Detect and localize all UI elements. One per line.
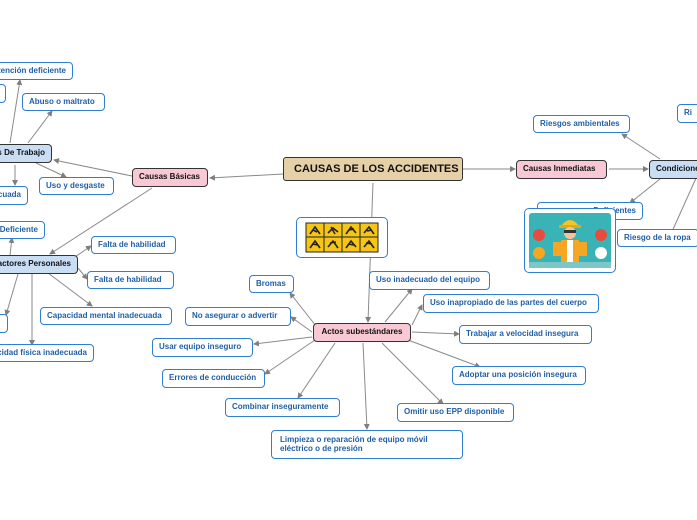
riesgo-ropa-node[interactable]: Riesgo de la ropa [617, 229, 697, 247]
acto-item-node[interactable]: Uso inapropiado de las partes del cuerpo [423, 294, 599, 313]
acto-item-node[interactable]: Uso inadecuado del equipo [369, 271, 490, 290]
acto-item-node[interactable]: Usar equipo inseguro [152, 338, 253, 357]
root-node[interactable]: CAUSAS DE LOS ACCIDENTES [283, 157, 463, 181]
capacidad-mental-node[interactable]: Capacidad mental inadecuada [40, 307, 172, 325]
riesgos-ambientales-node[interactable]: Riesgos ambientales [533, 115, 630, 133]
worker-illustration-icon [529, 213, 611, 268]
warning-signs-image[interactable] [296, 217, 388, 258]
condiciones-node[interactable]: Condiciones [649, 160, 697, 179]
deficiente-node[interactable]: Deficiente [0, 221, 45, 239]
acto-item-node[interactable]: No asegurar o advertir [185, 307, 291, 326]
hidden-leaf-node[interactable]: Ri [677, 104, 697, 123]
causas-basicas-node[interactable]: Causas Básicas [132, 168, 208, 187]
warning-signs-icon [305, 222, 379, 253]
acto-item-node[interactable]: Errores de conducción [162, 369, 265, 388]
worker-safety-image[interactable] [524, 208, 616, 273]
causas-inmediatas-node[interactable]: Causas Inmediatas [516, 160, 607, 179]
falta-habilidad-node[interactable]: Falta de habilidad [91, 236, 176, 254]
mantencion-deficiente-node[interactable]: Mantención deficiente [0, 62, 73, 80]
factores-trabajo-node[interactable]: Factores De Trabajo [0, 144, 52, 163]
hidden-leaf-node[interactable] [0, 314, 8, 333]
acto-item-node[interactable]: Combinar inseguramente [225, 398, 340, 417]
falta-habilidad-node[interactable]: Falta de habilidad [87, 271, 174, 289]
acto-item-node[interactable]: Omitir uso EPP disponible [397, 403, 514, 422]
uso-desgaste-node[interactable]: Uso y desgaste [39, 177, 114, 195]
abuso-maltrato-node[interactable]: Abuso o maltrato [22, 93, 105, 111]
factores-personales-node[interactable]: Factores Personales [0, 255, 78, 274]
capacidad-fisica-node[interactable]: Capacidad física inadecuada [0, 344, 94, 362]
acto-item-node[interactable]: Trabajar a velocidad insegura [459, 325, 592, 344]
actos-subestandares-node[interactable]: Actos subestándares [313, 323, 411, 342]
hidden-leaf-node[interactable] [0, 84, 6, 103]
inadecuada-node[interactable]: Inadecuada [0, 186, 28, 205]
acto-item-node[interactable]: Limpieza o reparación de equipo móvil el… [271, 430, 463, 459]
acto-item-node[interactable]: Adoptar una posición insegura [452, 366, 586, 385]
acto-item-node[interactable]: Bromas [249, 275, 294, 293]
